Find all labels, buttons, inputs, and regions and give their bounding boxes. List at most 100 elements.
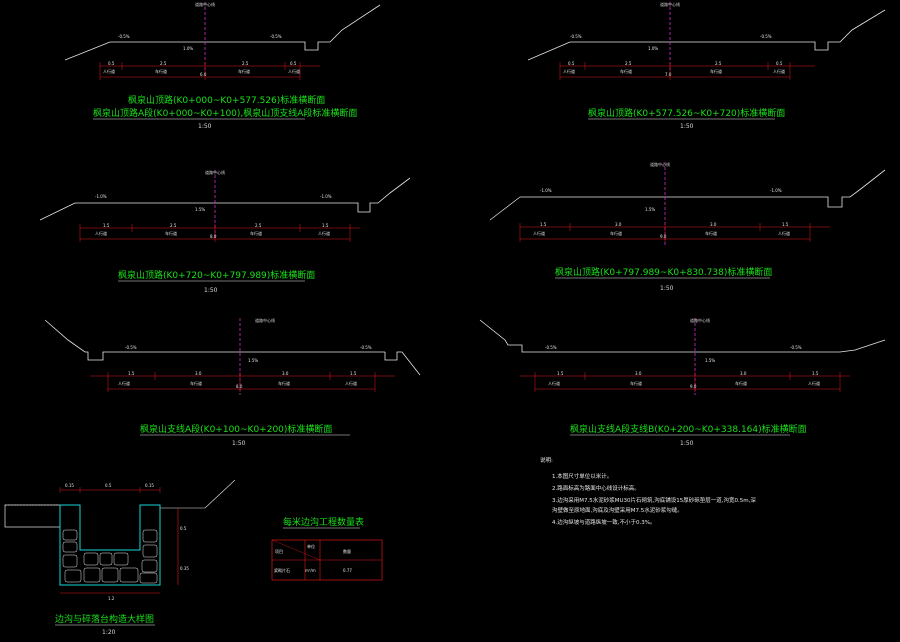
dim-1: 1.5 — [557, 371, 564, 376]
section-scale: 1:50 — [680, 440, 694, 447]
slope-mid: 1.5% — [248, 358, 258, 363]
zone-2: 车行道 — [620, 68, 632, 74]
zone-4: 人行道 — [808, 380, 820, 386]
section-scale: 1:50 — [204, 287, 218, 294]
zone-2: 车行道 — [190, 380, 202, 386]
slope-mid: 1.5% — [705, 358, 715, 363]
zone-3: 车行道 — [278, 380, 290, 386]
section-5[interactable]: 道路中心线 -0.5% 1.5% -0.5% 1.5 3.0 3.0 1.5 8… — [44, 317, 421, 447]
dim-1: 0.5 — [108, 61, 115, 66]
zone-1: 人行道 — [548, 380, 560, 386]
dim-4: 1.5 — [350, 371, 357, 376]
zone-4: 人行道 — [345, 380, 357, 386]
note-3: 3.边沟采用M7.5水泥砂浆MU30片石砌筑,沟底铺设15厚砂砾垫层一道,沟宽0… — [552, 496, 756, 504]
dim-2: 2.5 — [625, 61, 632, 66]
slope-left: -0.5% — [118, 34, 130, 39]
ditch-dim-mid: 0.5 — [105, 483, 112, 488]
zone-3: 车行道 — [238, 68, 250, 74]
zone-1: 人行道 — [103, 68, 115, 74]
slope-right: -1.0% — [320, 194, 332, 199]
zone-1: 人行道 — [118, 380, 130, 386]
section-scale: 1:50 — [198, 123, 212, 130]
centerline-label: 道路中心线 — [205, 169, 225, 175]
note-1: 1.本图尺寸单位以米计。 — [552, 472, 612, 480]
slope-left: -1.0% — [95, 194, 107, 199]
zone-1: 人行道 — [95, 230, 107, 236]
dim-1: 1.5 — [128, 371, 135, 376]
slope-right: -0.5% — [270, 34, 282, 39]
centerline-label: 道路中心线 — [255, 317, 275, 323]
ditch-scale: 1:20 — [102, 629, 116, 636]
zone-4: 人行道 — [288, 68, 300, 74]
notes-block: 说明: 1.本图尺寸单位以米计。 2.路面标高为路面中心线设计标高。 3.边沟采… — [540, 456, 756, 526]
dim-3: 3.0 — [710, 222, 717, 227]
ditch-title: 边沟与碎落台构造大样图 — [55, 613, 154, 625]
table-header-unit: 单位 — [307, 543, 315, 549]
table-header-qty: 数量 — [343, 548, 351, 554]
dim-2: 3.0 — [195, 371, 202, 376]
zone-1: 人行道 — [563, 68, 575, 74]
section-title: 枫泉山顶路(K0+577.526~K0+720)标准横断面 — [588, 107, 785, 119]
zone-3: 车行道 — [705, 230, 717, 236]
dim-total: 7.0 — [665, 72, 672, 77]
dim-total: 6.0 — [200, 72, 207, 77]
slope-mid: 1.0% — [648, 46, 658, 51]
section-4[interactable]: 道路中心线 -1.0% 1.5% -1.0% 1.5 3.0 3.0 1.5 9… — [489, 161, 886, 292]
dim-3: 2.5 — [242, 61, 249, 66]
ditch-dim-bottom: 1.2 — [108, 596, 115, 601]
ditch-dim-height-1: 0.5 — [180, 526, 187, 531]
dim-4: 0.5 — [776, 61, 783, 66]
ditch-detail[interactable]: 0.15 0.5 0.15 0.5 0.35 1.2 边沟与碎落台构造大样图 1… — [4, 479, 236, 636]
slope-left: -0.5% — [125, 345, 137, 350]
dim-2: 2.5 — [170, 223, 177, 228]
dim-3: 3.0 — [740, 371, 747, 376]
zone-1: 人行道 — [533, 230, 545, 236]
section-scale: 1:50 — [232, 440, 246, 447]
dim-2: 3.0 — [635, 371, 642, 376]
dim-3: 3.0 — [282, 371, 289, 376]
zone-2: 车行道 — [165, 230, 177, 236]
section-title: 枫泉山顶路(K0+797.989~K0+830.738)标准横断面 — [555, 266, 772, 278]
slope-left: -0.5% — [570, 34, 582, 39]
section-title: 枫泉山顶路(K0+720~K0+797.989)标准横断面 — [118, 269, 315, 281]
note-3b: 沟壁做至原地面,沟底及沟壁采用M7.5水泥砂浆勾缝。 — [552, 506, 683, 514]
zone-3: 车行道 — [710, 68, 722, 74]
section-3[interactable]: 道路中心线 -1.0% 1.5% -1.0% 1.5 2.5 2.5 1.5 8… — [39, 169, 411, 294]
dim-2: 2.5 — [160, 61, 167, 66]
table-header-item: 项目 — [275, 548, 283, 554]
section-title: 枫泉山支线A段(K0+100~K0+200)标准横断面 — [140, 423, 332, 435]
stone-masonry — [62, 529, 158, 584]
slope-left: -1.0% — [540, 188, 552, 193]
zone-3: 车行道 — [250, 230, 262, 236]
centerline-label: 道路中心线 — [660, 1, 680, 7]
table-cell-item: 浆砌片石 — [274, 567, 290, 573]
dim-2: 3.0 — [615, 222, 622, 227]
dim-1: 0.5 — [568, 61, 575, 66]
dim-4: 0.5 — [290, 61, 297, 66]
dim-total: 9.0 — [690, 384, 697, 389]
dim-3: 2.5 — [715, 61, 722, 66]
slope-mid: 1.5% — [195, 207, 205, 212]
quantity-table[interactable]: 每米边沟工程数量表 项目 单位 数量 浆砌片石 m³/m 0.77 — [271, 516, 383, 581]
table-title: 每米边沟工程数量表 — [283, 516, 364, 528]
section-scale: 1:50 — [680, 123, 694, 130]
slope-right: -0.5% — [790, 345, 802, 350]
centerline-label: 道路中心线 — [650, 161, 670, 167]
dim-4: 1.5 — [812, 371, 819, 376]
section-2[interactable]: 道路中心线 -0.5% 1.0% -0.5% 0.5 2.5 2.5 0.5 7… — [527, 1, 886, 130]
slope-mid: 1.5% — [645, 207, 655, 212]
zone-4: 人行道 — [773, 68, 785, 74]
section-title: 枫泉山顶路(K0+000~K0+577.526)标准横断面 — [128, 94, 325, 106]
section-1[interactable]: 道路中心线 -0.5% 1.0% -0.5% 0.5 2.5 2.5 0.5 6… — [64, 1, 381, 130]
centerline-label: 道路中心线 — [690, 317, 710, 323]
dim-3: 2.5 — [255, 223, 262, 228]
section-6[interactable]: 道路中心线 -0.5% 1.5% -0.5% 1.5 3.0 3.0 1.5 9… — [479, 317, 886, 447]
ditch-dim-left: 0.15 — [65, 483, 74, 488]
zone-2: 车行道 — [630, 380, 642, 386]
centerline-label: 道路中心线 — [195, 1, 215, 7]
notes-heading: 说明: — [540, 456, 553, 464]
dim-1: 1.5 — [103, 223, 110, 228]
table-cell-qty: 0.77 — [343, 568, 352, 573]
dim-1: 1.5 — [540, 222, 547, 227]
